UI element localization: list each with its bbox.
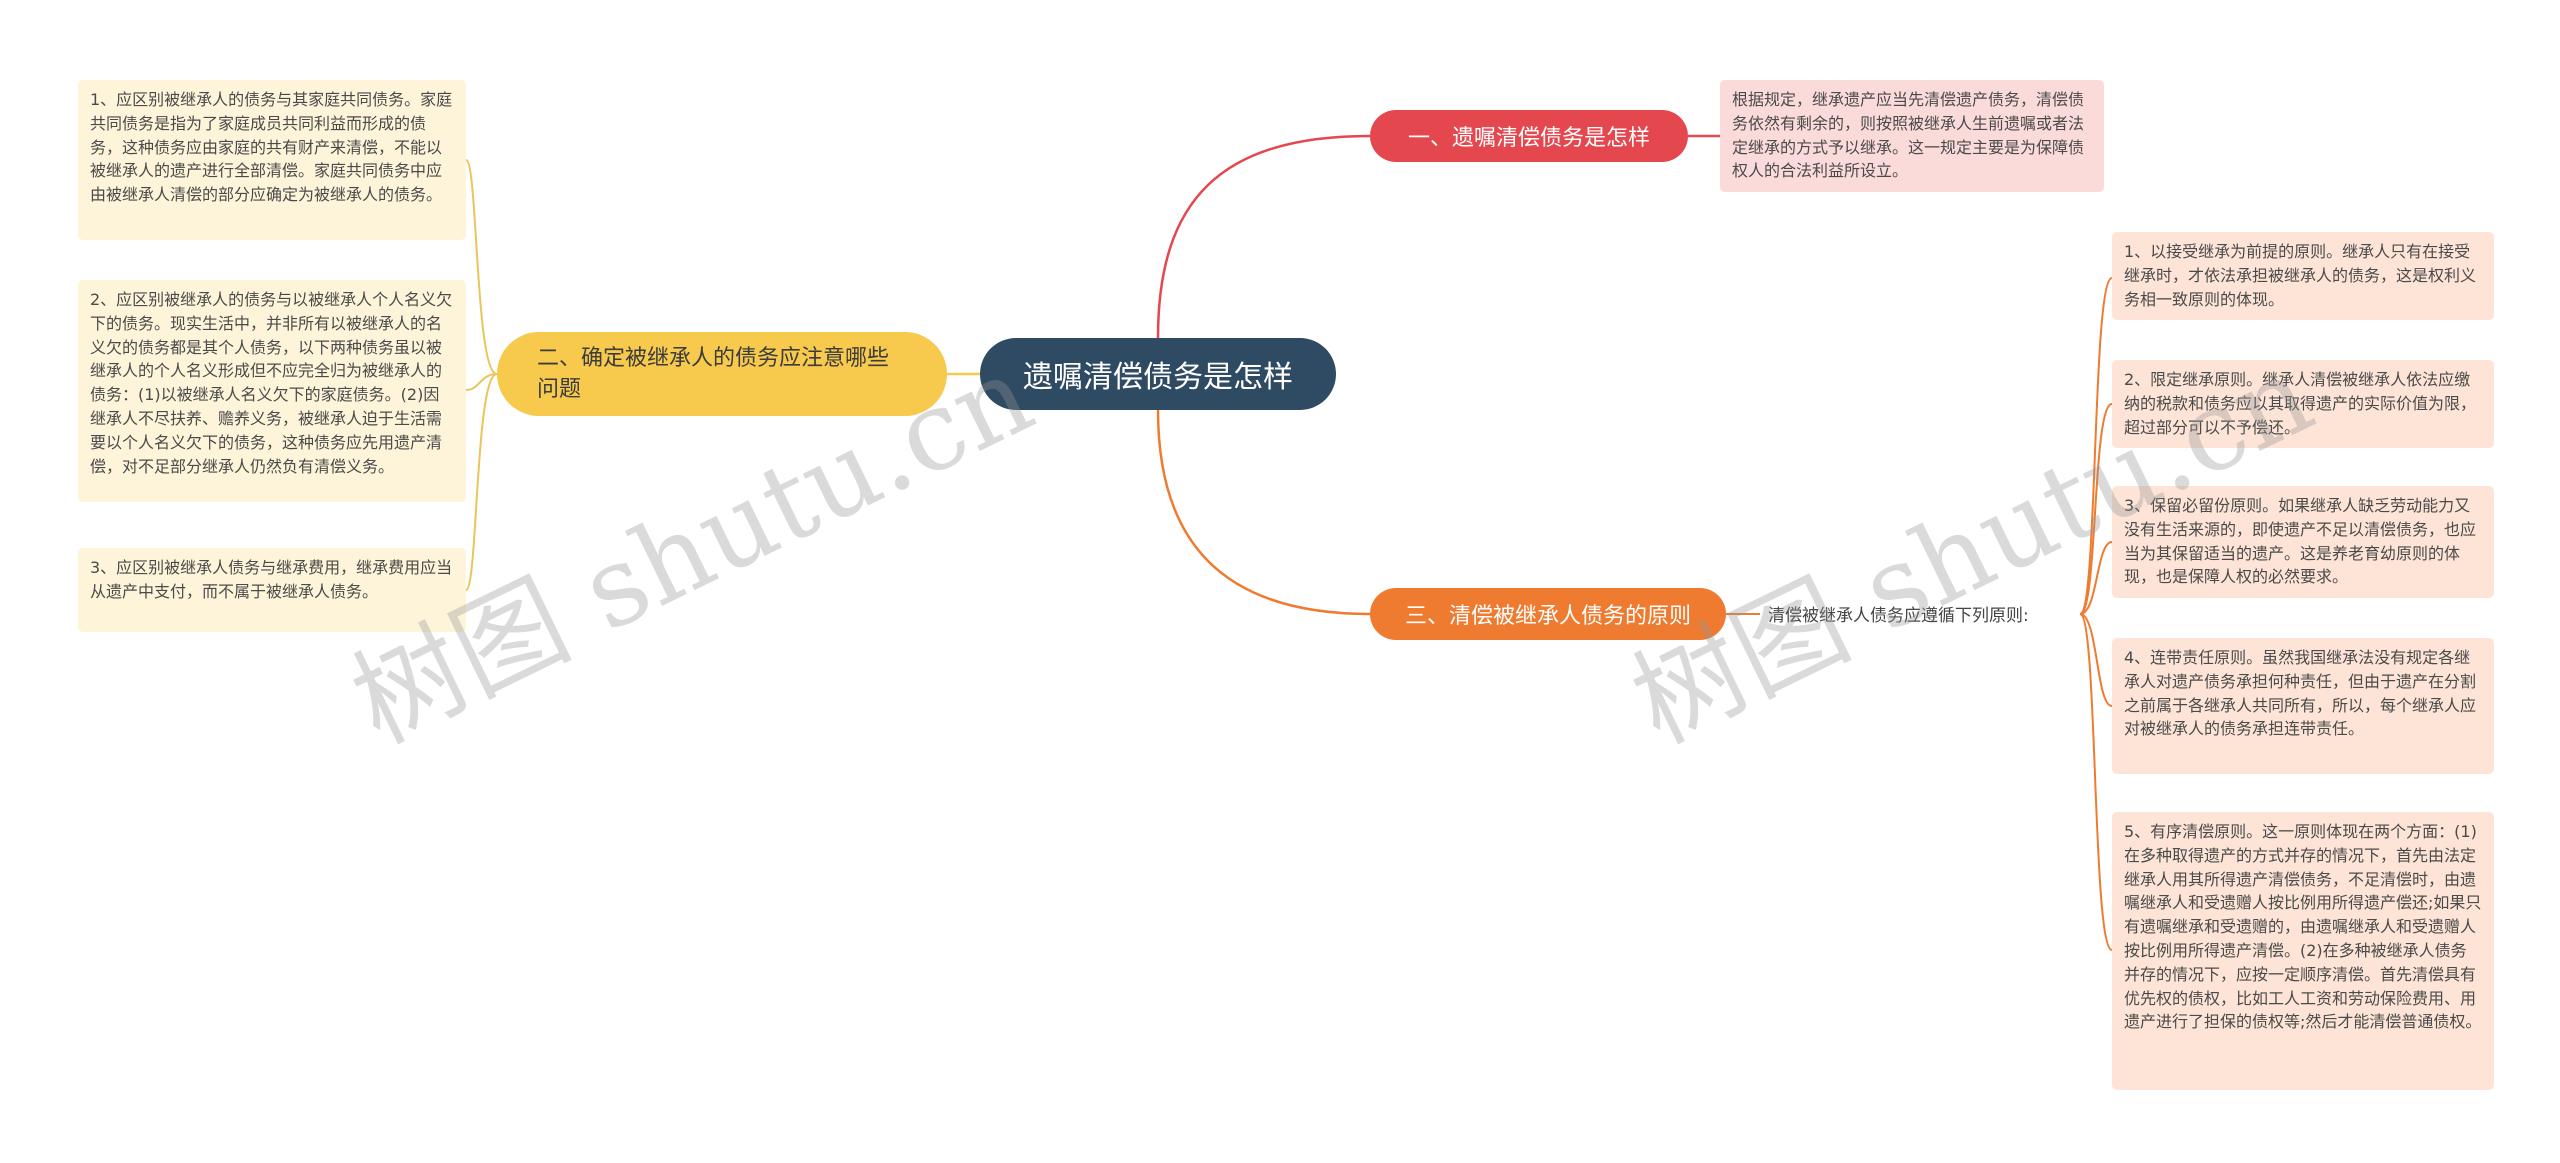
branch-2-label: 二、确定被继承人的债务应注意哪些问题	[537, 346, 890, 402]
branch-2-leaf-2[interactable]: 2、应区别被继承人的债务与以被继承人个人名义欠下的债务。现实生活中，并非所有以被…	[78, 280, 466, 502]
branch-2-leaf-3[interactable]: 3、应区别被继承人债务与继承费用，继承费用应当从遗产中支付，而不属于被继承人债务…	[78, 548, 466, 632]
branch-3-leaf-1[interactable]: 1、以接受继承为前提的原则。继承人只有在接受继承时，才依法承担被继承人的债务，这…	[2112, 232, 2494, 320]
link-branch2-leaf-1	[465, 159, 498, 375]
branch-2-topic[interactable]: 二、确定被继承人的债务应注意哪些问题	[497, 332, 947, 416]
branch-3-leaf-3[interactable]: 3、保留必留份原则。如果继承人缺乏劳动能力又没有生活来源的，即使遗产不足以清偿债…	[2112, 486, 2494, 598]
branch-3-leaf-2[interactable]: 2、限定继承原则。继承人清偿被继承人依法应缴纳的税款和债务应以其取得遗产的实际价…	[2112, 360, 2494, 448]
root-topic[interactable]: 遗嘱清偿债务是怎样	[980, 338, 1336, 410]
branch-3-leaf-5[interactable]: 5、有序清偿原则。这一原则体现在两个方面：(1)在多种取得遗产的方式并存的情况下…	[2112, 812, 2494, 1090]
link-branch2-leaf-2	[465, 373, 498, 391]
branch-3-leaf-4[interactable]: 4、连带责任原则。虽然我国继承法没有规定各继承人对遗产债务承担何种责任，但由于遗…	[2112, 638, 2494, 774]
link-sub-leaf-3	[2079, 541, 2113, 615]
link-root-branch3	[1156, 409, 1371, 616]
link-root-branch1	[1156, 134, 1371, 339]
link-sub-leaf-4	[2079, 613, 2113, 707]
link-branch2-leaf-3	[465, 373, 498, 591]
link-sub-leaf-1	[2079, 277, 2113, 615]
branch-1-leaf[interactable]: 根据规定，继承遗产应当先清偿遗产债务，清偿债务依然有剩余的，则按照被继承人生前遗…	[1720, 80, 2104, 192]
branch-3-subtopic[interactable]: 清偿被继承人债务应遵循下列原则:	[1768, 605, 2029, 626]
link-sub-leaf-5	[2079, 613, 2113, 951]
branch-2-leaf-1[interactable]: 1、应区别被继承人的债务与其家庭共同债务。家庭共同债务是指为了家庭成员共同利益而…	[78, 80, 466, 240]
branch-1-topic[interactable]: 一、遗嘱清偿债务是怎样	[1370, 110, 1688, 162]
branch-3-topic[interactable]: 三、清偿被继承人债务的原则	[1370, 588, 1726, 640]
link-sub-leaf-2	[2079, 403, 2113, 615]
